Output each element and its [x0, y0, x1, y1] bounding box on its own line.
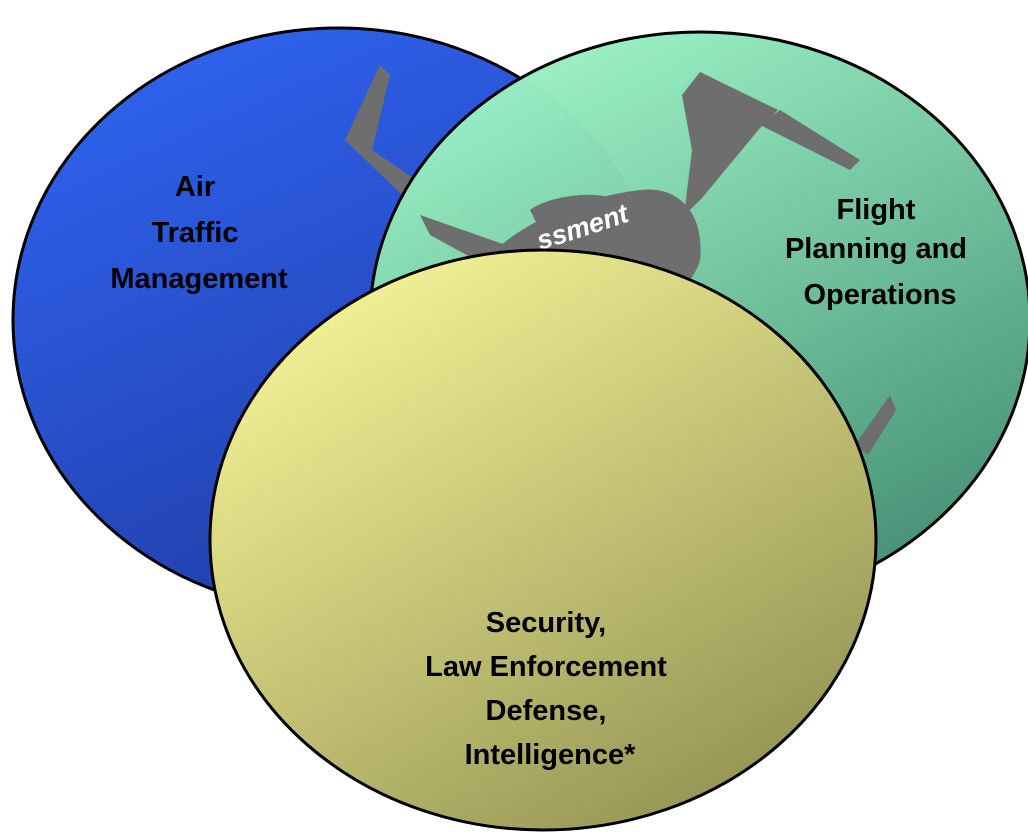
air-traffic-label-line: Traffic [151, 217, 238, 249]
security-label-line: Security, [486, 607, 606, 639]
security-label-line: Defense, [486, 695, 607, 727]
flight-planning-label-line: Flight [837, 194, 916, 226]
security-label-line: Law Enforcement [425, 651, 667, 683]
security-circle [208, 248, 878, 832]
flight-planning-label: Flight Planning and Operations [785, 194, 975, 311]
air-traffic-label-line: Management [110, 263, 288, 295]
air-traffic-label-line: Air [175, 171, 215, 203]
security-label-line: Intelligence* [465, 739, 637, 771]
security-label: Security, Law Enforcement Defense, Intel… [425, 607, 675, 771]
air-traffic-label: Air Traffic Management [110, 171, 288, 295]
flight-planning-label-line: Planning and [785, 233, 967, 265]
flight-planning-label-line: Operations [803, 279, 956, 311]
